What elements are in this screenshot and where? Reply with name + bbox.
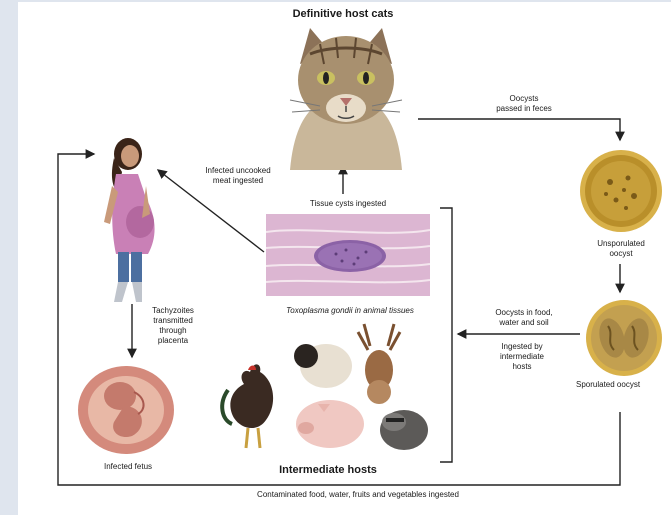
infected-meat-label: Infected uncooked meat ingested — [183, 166, 293, 186]
pregnant-woman-icon — [92, 136, 164, 304]
oocysts-food-label: Oocysts in food, water and soil — [470, 308, 578, 328]
oocysts-passed-label: Oocysts passed in feces — [464, 94, 584, 114]
diagram-title: Definitive host cats — [218, 8, 468, 21]
unsporulated-oocyst-icon — [578, 148, 664, 234]
fetus-icon — [74, 362, 178, 456]
sporulated-oocyst-icon — [584, 298, 664, 378]
tachyzoites-label: Tachyzoites transmitted through placenta — [136, 306, 210, 346]
sporulated-label: Sporulated oocyst — [576, 380, 671, 390]
intermediate-hosts-label: Intermediate hosts — [248, 464, 408, 477]
ingested-hosts-label: Ingested by intermediate hosts — [472, 342, 572, 372]
cat-icon — [280, 24, 412, 170]
contaminated-label: Contaminated food, water, fruits and veg… — [138, 490, 578, 500]
infected-fetus-label: Infected fetus — [78, 462, 178, 472]
lifecycle-diagram: Definitive host cats Unsporulated oocyst… — [18, 2, 671, 515]
toxoplasma-label: Toxoplasma gondii in animal tissues — [220, 306, 480, 316]
arrow-cat-to-oocyst — [418, 119, 620, 140]
intermediate-hosts-icon — [218, 320, 442, 462]
tissue-cysts-label: Tissue cysts ingested — [278, 199, 418, 209]
tissue-section-icon — [266, 214, 430, 296]
unsporulated-label: Unsporulated oocyst — [573, 239, 669, 259]
